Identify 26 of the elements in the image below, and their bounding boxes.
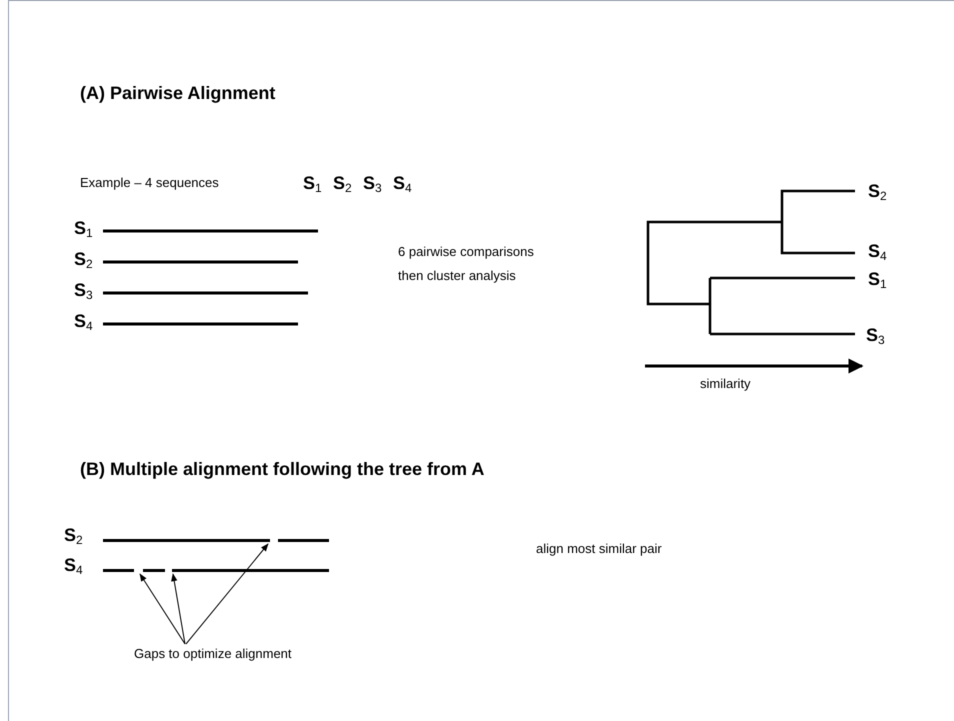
section-heading: (B) Multiple alignment following the tree from A — [80, 458, 484, 481]
sequence-label: S$_{3}$ — [74, 279, 93, 304]
sequence-label: S$_{4}$ — [74, 310, 93, 335]
section-heading: (A) Pairwise Alignment — [80, 82, 276, 105]
description-text: 6 pairwise comparisons then cluster analysis — [398, 243, 535, 285]
sequence-label: S$_{4}$ — [868, 240, 887, 265]
sequence-label: S$_{3}$ — [363, 172, 382, 197]
sequence-label: S$_{4}$ — [64, 554, 83, 579]
sequence-label: S$_{1}$ — [868, 268, 887, 293]
sequence-label: S$_{1}$ — [303, 172, 322, 197]
aligned-sequence-line — [103, 569, 329, 573]
text-label: similarity — [700, 375, 751, 393]
callout-text: Gaps to optimize alignment — [134, 644, 292, 664]
sequence-label: S$_{1}$ — [74, 217, 93, 242]
leader-arrow — [140, 573, 186, 644]
sequence-label: S$_{2}$ — [868, 180, 887, 205]
sequence-label: S$_{3}$ — [866, 324, 885, 349]
leader-arrow — [186, 543, 268, 644]
text-label: Example – 4 sequences — [80, 174, 219, 192]
aligned-sequence-line — [103, 539, 329, 543]
sequence-label: S$_{2}$ — [74, 248, 93, 273]
sequence-label: S$_{2}$ — [64, 524, 83, 549]
text-label: align most similar pair — [536, 540, 662, 558]
sequence-label: S$_{4}$ — [393, 172, 412, 197]
leader-arrow — [171, 573, 186, 644]
sequence-label: S$_{2}$ — [333, 172, 352, 197]
